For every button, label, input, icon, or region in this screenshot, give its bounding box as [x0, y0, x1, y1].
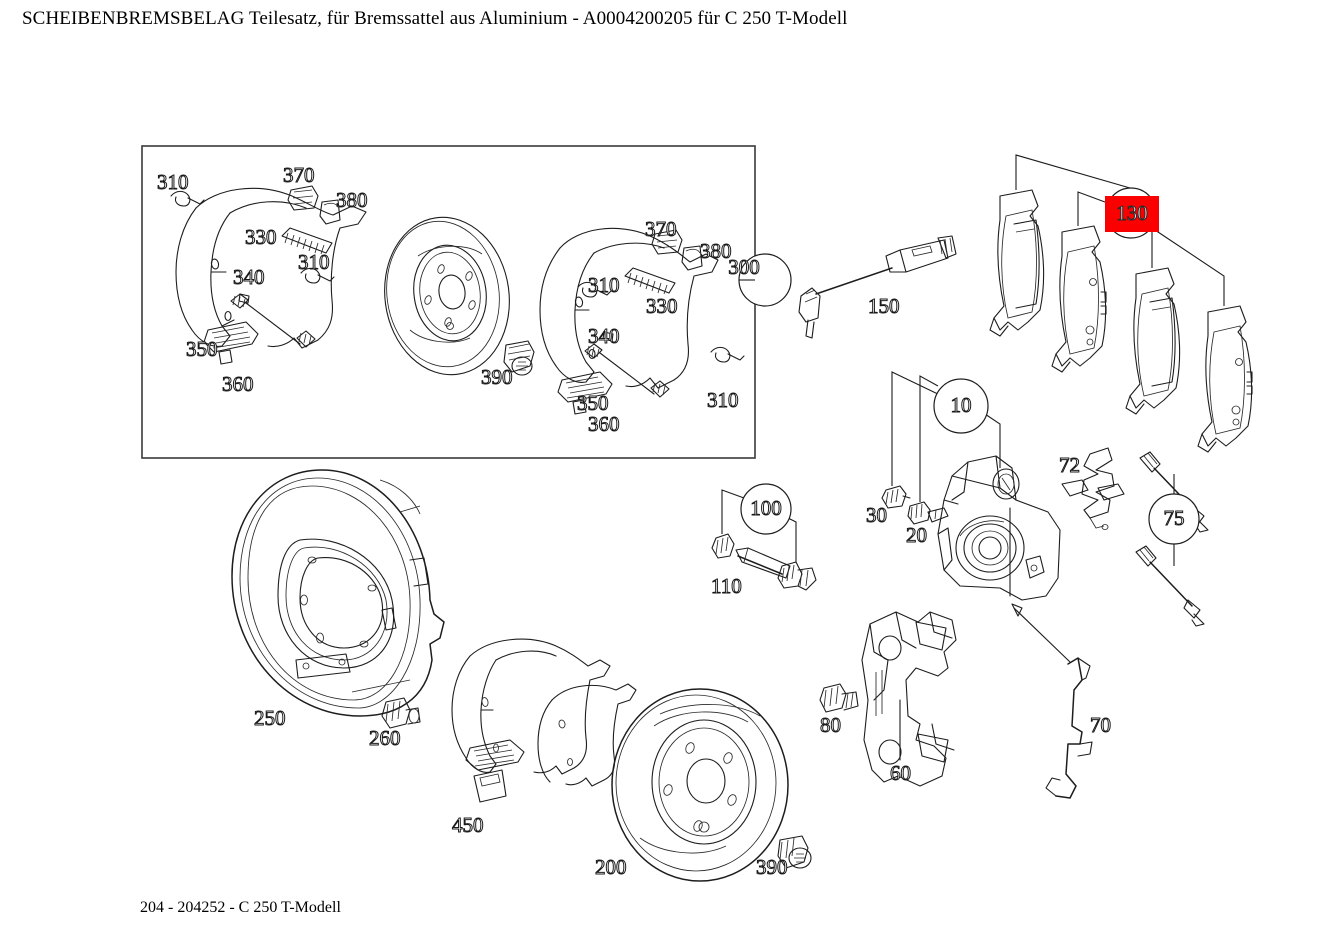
part-label-72: 72: [1059, 453, 1081, 477]
caliper-body-10: [937, 455, 1061, 601]
brake-pad-4: [1197, 305, 1253, 453]
highlight-box-130: [1105, 196, 1159, 232]
part-label-310: 310: [298, 250, 330, 274]
part-label-350: 350: [577, 391, 609, 415]
part-label-310: 310: [707, 388, 739, 412]
leader-130-b: [1077, 191, 1114, 226]
part-label-310: 310: [588, 273, 620, 297]
part-label-370: 370: [283, 163, 315, 187]
bolt-260: [381, 697, 421, 729]
part-label-60: 60: [890, 761, 912, 785]
backing-plate-250: [231, 469, 445, 717]
caliper-carrier-60: [861, 611, 957, 787]
bolt-80: [819, 683, 859, 713]
leader-100-b: [787, 517, 797, 562]
part-label-80: 80: [820, 713, 842, 737]
inset-rotor: [384, 216, 510, 376]
callout-circle-100: [740, 483, 792, 535]
part-label-340: 340: [588, 324, 620, 348]
retaining-spring-70: [1045, 657, 1093, 799]
part-label-150: 150: [868, 294, 900, 318]
wear-sensor-150: [798, 235, 957, 339]
leader-10-a: [891, 371, 943, 486]
park-brake-lever-450: [465, 739, 525, 803]
part-label-380: 380: [700, 239, 732, 263]
leader-10-b: [919, 375, 939, 502]
guide-bush-kit-100: [711, 533, 817, 591]
leader-130-a: [1015, 154, 1131, 190]
part-label-360: 360: [588, 412, 620, 436]
leader-130-d: [1151, 227, 1225, 306]
page-footer: 204 - 204252 - C 250 T-Modell: [140, 899, 341, 916]
rotor-200: [611, 688, 789, 882]
part-label-330: 330: [245, 225, 277, 249]
callout-label-75: 75: [1163, 506, 1185, 530]
park-brake-shoe-lower-a: [451, 638, 611, 775]
anti-rattle-clip-72: [1061, 447, 1125, 530]
callout-label-100: 100: [750, 496, 783, 520]
part-label-70: 70: [1090, 713, 1112, 737]
part-label-110: 110: [711, 574, 743, 598]
part-label-250: 250: [254, 706, 286, 730]
part-label-200: 200: [595, 855, 627, 879]
part-label-340: 340: [233, 265, 265, 289]
page-title: SCHEIBENBREMSBELAG Teilesatz, für Bremss…: [22, 8, 848, 29]
part-label-370: 370: [645, 217, 677, 241]
part-label-20: 20: [906, 523, 928, 547]
park-brake-shoe-lower-b: [537, 683, 637, 787]
brake-pad-2: [1051, 225, 1107, 373]
part-label-390: 390: [756, 855, 788, 879]
part-label-350: 350: [186, 337, 218, 361]
inset-springs-and-clips: [170, 185, 745, 415]
part-label-450: 450: [452, 813, 484, 837]
part-label-360: 360: [222, 372, 254, 396]
part-label-30: 30: [866, 503, 888, 527]
torx-screw-390-lower: [777, 835, 812, 869]
highlight-number-130: 130: [1116, 201, 1149, 225]
guide-pin-lower-75: [1135, 545, 1205, 627]
part-label-260: 260: [369, 726, 401, 750]
part-label-330: 330: [646, 294, 678, 318]
part-label-310: 310: [157, 170, 189, 194]
guide-bolt-20: [907, 501, 949, 525]
part-label-380: 380: [336, 188, 368, 212]
brake-pad-3: [1125, 267, 1181, 415]
leader-100-a: [721, 489, 745, 534]
callout-label-300: 300: [728, 255, 761, 279]
callout-circle-75: [1148, 493, 1200, 545]
inset-left-shoe-assembly: [175, 187, 367, 349]
leader-10-c: [981, 411, 1001, 468]
bleeder-screw-30: [881, 485, 911, 509]
callout-label-10: 10: [950, 393, 972, 417]
callout-circle-10: [933, 378, 989, 434]
part-label-390: 390: [481, 365, 513, 389]
inset-right-shoe-assembly: [539, 227, 719, 389]
brake-pad-1: [989, 189, 1045, 337]
